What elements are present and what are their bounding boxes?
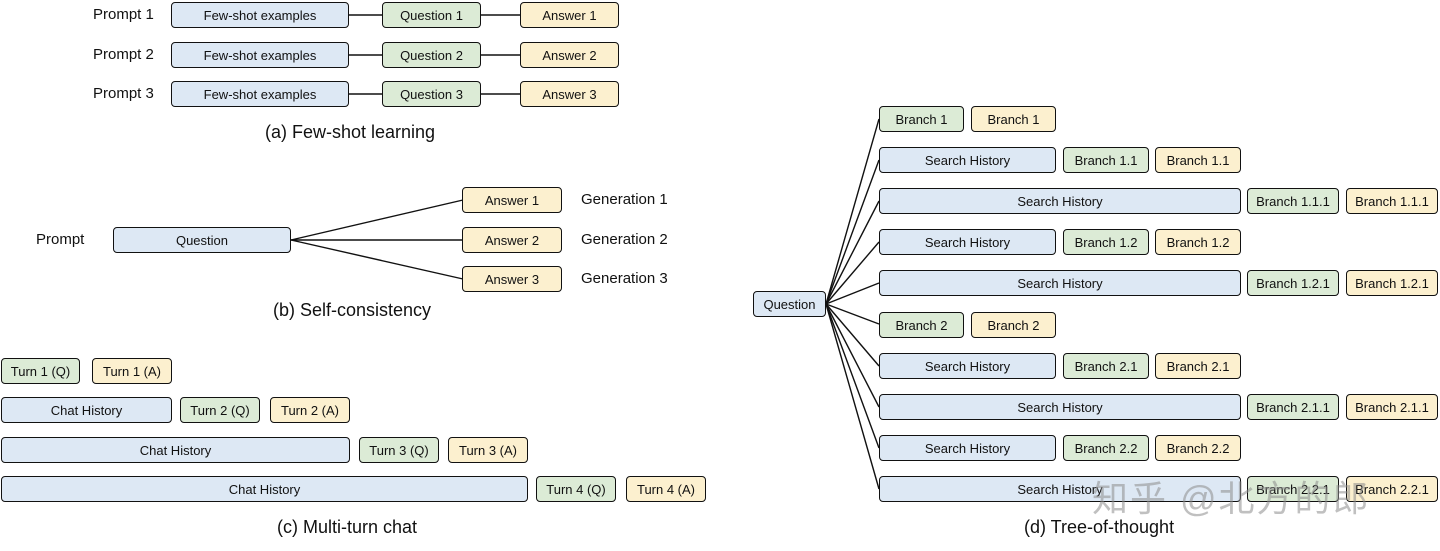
- search-history-box: Search History: [879, 188, 1241, 214]
- branch-question-box: Branch 1.1.1: [1247, 188, 1339, 214]
- branch-answer-box: Branch 1.1.1: [1346, 188, 1438, 214]
- branch-question-box: Branch 2.2.1: [1247, 476, 1339, 502]
- turn-answer-box: Turn 1 (A): [92, 358, 172, 384]
- few-shot-examples-box: Few-shot examples: [171, 81, 349, 107]
- turn-question-box: Turn 2 (Q): [180, 397, 260, 423]
- connector-line: [825, 200, 880, 305]
- answer-box: Answer 3: [520, 81, 619, 107]
- branch-question-box: Branch 2.1.1: [1247, 394, 1339, 420]
- search-history-box: Search History: [879, 394, 1241, 420]
- branch-question-box: Branch 1: [879, 106, 964, 132]
- caption-few-shot: (a) Few-shot learning: [265, 122, 436, 142]
- question-box: Question: [113, 227, 291, 253]
- prompt-label: Prompt 3: [93, 85, 154, 102]
- connector-line: [825, 303, 880, 490]
- connector-line: [290, 239, 464, 280]
- search-history-box: Search History: [879, 435, 1056, 461]
- search-history-box: Search History: [879, 476, 1241, 502]
- branch-answer-box: Branch 1.2: [1155, 229, 1241, 255]
- answer-box: Answer 1: [462, 187, 562, 213]
- branch-question-box: Branch 2.2: [1063, 435, 1149, 461]
- prompt-label: Prompt 1: [93, 6, 154, 23]
- turn-question-box: Turn 3 (Q): [359, 437, 439, 463]
- answer-box: Answer 1: [520, 2, 619, 28]
- connector-line: [825, 303, 880, 367]
- few-shot-examples-box: Few-shot examples: [171, 2, 349, 28]
- turn-answer-box: Turn 3 (A): [448, 437, 528, 463]
- branch-answer-box: Branch 1.1: [1155, 147, 1241, 173]
- connector-line: [825, 241, 880, 305]
- answer-box: Answer 3: [462, 266, 562, 292]
- turn-question-box: Turn 4 (Q): [536, 476, 616, 502]
- branch-answer-box: Branch 1: [971, 106, 1056, 132]
- generation-label: Generation 3: [581, 270, 668, 287]
- chat-history-box: Chat History: [1, 476, 528, 502]
- branch-answer-box: Branch 2: [971, 312, 1056, 338]
- chat-history-box: Chat History: [1, 437, 350, 463]
- generation-label: Generation 2: [581, 231, 668, 248]
- few-shot-examples-box: Few-shot examples: [171, 42, 349, 68]
- turn-answer-box: Turn 4 (A): [626, 476, 706, 502]
- branch-question-box: Branch 1.2.1: [1247, 270, 1339, 296]
- connector-line: [825, 118, 880, 305]
- prompt-label: Prompt: [36, 231, 85, 248]
- branch-answer-box: Branch 2.2.1: [1346, 476, 1438, 502]
- prompt-label: Prompt 2: [93, 46, 154, 63]
- branch-answer-box: Branch 2.1.1: [1346, 394, 1438, 420]
- branch-question-box: Branch 2.1: [1063, 353, 1149, 379]
- branch-answer-box: Branch 2.2: [1155, 435, 1241, 461]
- branch-question-box: Branch 1.2: [1063, 229, 1149, 255]
- search-history-box: Search History: [879, 229, 1056, 255]
- search-history-box: Search History: [879, 270, 1241, 296]
- caption-multi-turn: (c) Multi-turn chat: [277, 517, 418, 537]
- caption-self-consistency: (b) Self-consistency: [273, 300, 432, 320]
- question-box: Question 3: [382, 81, 481, 107]
- branch-answer-box: Branch 1.2.1: [1346, 270, 1438, 296]
- caption-tree-of-thought: (d) Tree-of-thought: [1024, 517, 1175, 537]
- generation-label: Generation 1: [581, 191, 668, 208]
- turn-answer-box: Turn 2 (A): [270, 397, 350, 423]
- chat-history-box: Chat History: [1, 397, 172, 423]
- question-box: Question 1: [382, 2, 481, 28]
- connector-line: [290, 199, 464, 241]
- connector-line: [825, 282, 880, 305]
- search-history-box: Search History: [879, 147, 1056, 173]
- connector-line: [825, 303, 880, 449]
- branch-question-box: Branch 2: [879, 312, 964, 338]
- connector-line: [825, 159, 880, 305]
- branch-question-box: Branch 1.1: [1063, 147, 1149, 173]
- question-box: Question 2: [382, 42, 481, 68]
- watermark: 知乎 @北方的郎: [1092, 478, 1371, 519]
- answer-box: Answer 2: [520, 42, 619, 68]
- search-history-box: Search History: [879, 353, 1056, 379]
- answer-box: Answer 2: [462, 227, 562, 253]
- root-question-box: Question: [753, 291, 826, 317]
- turn-question-box: Turn 1 (Q): [1, 358, 80, 384]
- connector-line: [825, 303, 880, 408]
- branch-answer-box: Branch 2.1: [1155, 353, 1241, 379]
- connector-line: [825, 303, 880, 325]
